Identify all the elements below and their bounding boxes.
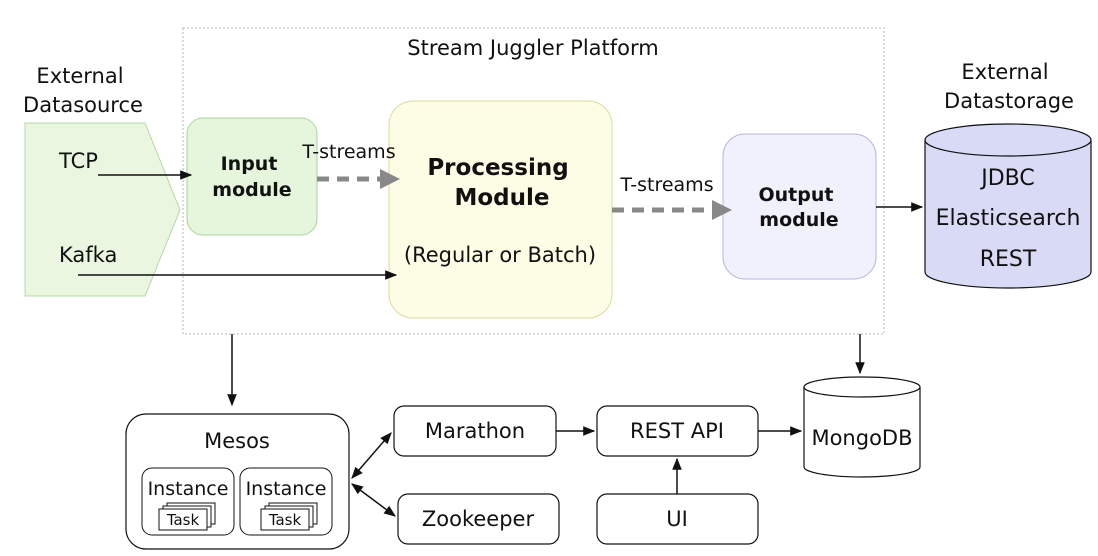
- mongodb-cylinder-top: [803, 376, 921, 398]
- instance-label: Instance: [246, 478, 327, 500]
- rest-api-label: REST API: [630, 419, 724, 443]
- task-card: [158, 508, 208, 531]
- storage-item-elasticsearch: Elasticsearch: [936, 206, 1081, 231]
- kafka-label: Kafka: [59, 243, 117, 267]
- input-module: [186, 117, 318, 236]
- zookeeper-label: Zookeeper: [422, 507, 535, 531]
- platform-boundary: [182, 27, 885, 335]
- mongodb-cylinder: [803, 387, 921, 478]
- external-source-subtitle: Datasource: [23, 93, 143, 117]
- processing-module-label-1: Processing: [427, 155, 568, 181]
- storage-item-jdbc: JDBC: [979, 166, 1035, 191]
- task-label: Task: [166, 511, 200, 529]
- ui-label: UI: [666, 507, 688, 531]
- input-module-label-1: Input: [221, 153, 278, 175]
- marathon-label: Marathon: [425, 419, 525, 443]
- t-streams-label-2: T-streams: [619, 174, 713, 196]
- processing-module-subtitle: (Regular or Batch): [404, 243, 596, 267]
- mesos-title: Mesos: [204, 429, 270, 453]
- external-storage-title: External: [961, 60, 1048, 84]
- datastorage-cylinder-top: [924, 123, 1092, 157]
- datastorage-cylinder: [924, 140, 1092, 289]
- mesos-zookeeper-arrow: [351, 483, 396, 517]
- input-module-label-2: module: [212, 179, 291, 201]
- t-streams-label-1: T-streams: [301, 141, 395, 163]
- output-module-label-1: Output: [759, 184, 834, 206]
- mongodb-label: MongoDB: [811, 426, 912, 450]
- output-module-label-2: module: [759, 209, 838, 231]
- platform-title: Stream Juggler Platform: [407, 36, 658, 60]
- instance-label: Instance: [148, 478, 229, 500]
- datasource-shape: [24, 122, 181, 297]
- task-label: Task: [268, 511, 302, 529]
- task-card: [260, 508, 310, 531]
- processing-module-label-2: Module: [454, 185, 549, 211]
- storage-item-rest: REST: [980, 247, 1037, 272]
- external-source-title: External: [36, 64, 123, 88]
- tcp-label: TCP: [58, 149, 98, 173]
- zookeeper-box: [397, 493, 560, 545]
- output-module: [722, 133, 877, 280]
- mesos-marathon-arrow: [351, 432, 392, 479]
- external-storage-subtitle: Datastorage: [944, 89, 1074, 113]
